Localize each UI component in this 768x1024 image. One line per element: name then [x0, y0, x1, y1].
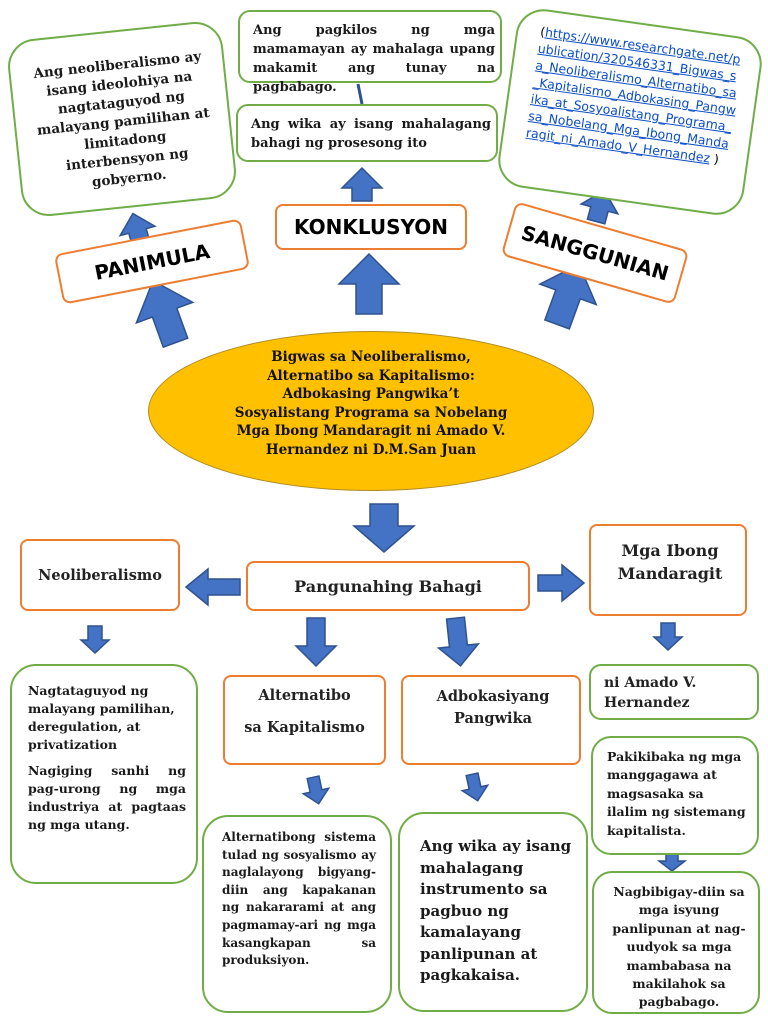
center-ellipse: Bigwas sa Neoliberalismo, Alternatibo sa…: [148, 331, 594, 491]
arrow-up-konklusyon-content: [340, 166, 384, 202]
arrow-down-main: [351, 503, 417, 553]
konklusyon-content-box-1: Ang wika ay isang mahalagang bahagi ng p…: [236, 104, 498, 162]
arrow-right-ibong: [537, 563, 586, 603]
alternatibo-label-line1: Alternatibo: [258, 687, 351, 704]
alternatibo-label-line2: sa Kapitalismo: [244, 719, 365, 736]
main-section-label: Pangunahing Bahagi: [294, 576, 482, 596]
ibong-author: ni Amado V. Hernandez: [604, 675, 697, 711]
arrow-down-adbokasiya: [436, 616, 481, 667]
neoliberalismo-content-box: Nagtataguyod ng malayang pamilihan, dere…: [10, 664, 198, 884]
neoliberalismo-content-p2: Nagiging sanhi ng pag-urong ng mga indus…: [28, 763, 186, 832]
konklusyon-label: KONKLUSYON: [293, 215, 449, 239]
arrow-up-sanggunian: [537, 263, 598, 330]
neoliberalismo-content-p1: Nagtataguyod ng malayang pamilihan, dere…: [28, 683, 175, 752]
sanggunian-content-box: (https://www.researchgate.net/publicatio…: [494, 5, 766, 219]
arrow-up-panimula: [135, 279, 195, 349]
adbokasiya-label-box: Adbokasiyang Pangwika: [401, 675, 581, 765]
ibong-label: Mga Ibong Mandaragit: [617, 541, 723, 583]
neoliberalismo-label-box: Neoliberalismo: [20, 539, 180, 611]
adbokasiya-label: Adbokasiyang Pangwika: [436, 688, 550, 727]
panimula-content-text: Ang neoliberalismo ay isang ideolohiya n…: [32, 48, 211, 191]
alternatibo-content-box: Alternatibong sistema tulad ng sosyalism…: [202, 815, 392, 1013]
konklusyon-content-box-2: Ang pagkilos ng mga mamamayan ay mahalag…: [238, 10, 502, 95]
ibong-content-box-1: Pakikibaka ng mga manggagawa at magsasak…: [591, 736, 759, 855]
arrow-down-neoliberalismo-content: [79, 625, 111, 655]
sanggunian-link[interactable]: https://www.researchgate.net/publication…: [525, 24, 742, 166]
main-section-box: Pangunahing Bahagi: [246, 561, 530, 611]
adbokasiya-content: Ang wika ay isang mahalagang instrumento…: [420, 837, 572, 984]
connector-line: [356, 83, 364, 105]
arrow-down-alternatibo: [294, 617, 338, 668]
konklusyon-label-box: KONKLUSYON: [275, 204, 467, 250]
ibong-content-2: Nagbibigay-diin sa mga isyung panlipunan…: [612, 884, 746, 1010]
ibong-content-1: Pakikibaka ng mga manggagawa at magsasak…: [607, 749, 746, 838]
ibong-author-box: ni Amado V. Hernandez: [589, 664, 759, 720]
ibong-label-box: Mga Ibong Mandaragit: [589, 524, 747, 616]
arrow-down-alternatibo-content: [301, 775, 331, 805]
alternatibo-content: Alternatibong sistema tulad ng sosyalism…: [222, 830, 376, 968]
konklusyon-content-text-1: Ang wika ay isang mahalagang bahagi ng p…: [251, 117, 491, 151]
sanggunian-content-text: (https://www.researchgate.net/publicatio…: [525, 23, 746, 170]
arrow-left-neoliberalismo: [184, 567, 241, 607]
ibong-content-box-2: Nagbibigay-diin sa mga isyung panlipunan…: [592, 871, 760, 1014]
panimula-content-box: Ang neoliberalismo ay isang ideolohiya n…: [5, 19, 239, 219]
konklusyon-content-text-2: Ang pagkilos ng mga mamamayan ay mahalag…: [253, 23, 495, 95]
sanggunian-close-paren: ): [709, 150, 720, 167]
neoliberalismo-label: Neoliberalismo: [38, 566, 162, 584]
adbokasiya-content-box: Ang wika ay isang mahalagang instrumento…: [398, 812, 588, 1012]
panimula-label: PANIMULA: [92, 238, 212, 285]
alternatibo-label-box: Alternatibo sa Kapitalismo: [223, 675, 386, 765]
center-title: Bigwas sa Neoliberalismo, Alternatibo sa…: [234, 349, 508, 458]
arrow-down-adbokasiya-content: [460, 772, 490, 802]
arrow-up-konklusyon: [337, 252, 401, 315]
arrow-down-ibong-author: [652, 622, 684, 652]
